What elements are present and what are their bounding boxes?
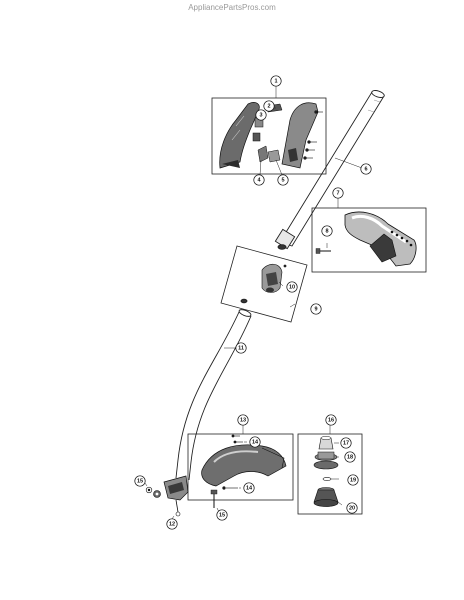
callout-c15b: 15: [216, 509, 228, 521]
callout-c11: 11: [235, 342, 247, 354]
callout-c13: 13: [237, 414, 249, 426]
callout-number: 11: [238, 345, 244, 351]
guard-group: [187, 425, 294, 513]
callout-c7: 7: [332, 187, 344, 199]
callout-c1: 1: [270, 75, 282, 87]
callout-number: 14: [252, 439, 259, 445]
callout-number: 4: [257, 177, 261, 183]
callout-c15a: 15: [134, 475, 146, 487]
callout-circle: [310, 303, 322, 315]
callout-c19: 19: [347, 474, 359, 486]
callout-circle: [277, 174, 289, 186]
callout-circle: [344, 451, 356, 463]
callout-number: 6: [364, 166, 367, 172]
callout-circle: [332, 187, 344, 199]
callout-circle: [216, 509, 228, 521]
callout-c4: 4: [253, 174, 265, 186]
gearhead-group: [144, 475, 189, 520]
callout-c12: 12: [166, 518, 178, 530]
callout-circle: [134, 475, 146, 487]
shaft-leaders: [224, 157, 363, 349]
callout-circle: [166, 518, 178, 530]
callout-number: 16: [328, 417, 334, 423]
callout-number: 5: [281, 177, 284, 183]
callout-circle: [263, 100, 275, 112]
callout-number: 14: [246, 485, 253, 491]
callout-c6: 6: [360, 163, 372, 175]
callout-c14b: 14: [243, 482, 255, 494]
callout-c20: 20: [346, 502, 358, 514]
callout-number: 1: [274, 78, 277, 84]
callout-c3: 3: [255, 109, 267, 121]
callout-number: 9: [314, 306, 317, 312]
callout-circle: [270, 75, 282, 87]
callout-c17: 17: [340, 437, 352, 449]
callout-circle: [235, 342, 247, 354]
callout-c2: 2: [263, 100, 275, 112]
callout-circle: [255, 109, 267, 121]
callout-number: 17: [343, 440, 349, 446]
callout-c9: 9: [310, 303, 322, 315]
lower-shaft: [175, 298, 252, 481]
callout-number: 10: [289, 284, 295, 290]
callout-number: 20: [349, 505, 355, 511]
callout-circle: [321, 225, 333, 237]
callout-c16: 16: [325, 414, 337, 426]
callout-c14a: 14: [249, 436, 261, 448]
upper-shaft: [274, 90, 385, 250]
callout-circle: [360, 163, 372, 175]
callout-number: 8: [325, 228, 328, 234]
callout-c5: 5: [277, 174, 289, 186]
callout-number: 2: [267, 103, 270, 109]
callout-circle: [286, 281, 298, 293]
handle-housing-group: [211, 85, 327, 176]
callout-circle: [340, 437, 352, 449]
callout-number: 13: [240, 417, 246, 423]
callout-circle: [346, 502, 358, 514]
callout-number: 19: [350, 477, 356, 483]
callout-circle: [249, 436, 261, 448]
callout-circle: [253, 174, 265, 186]
callout-c8: 8: [321, 225, 333, 237]
callout-number: 3: [259, 112, 262, 118]
callout-circle: [243, 482, 255, 494]
callout-number: 15: [137, 478, 143, 484]
callout-number: 18: [347, 454, 353, 460]
callout-circle: [237, 414, 249, 426]
trimmer-head-group: [297, 424, 363, 515]
clamp-assembly-group: [220, 245, 308, 323]
watermark: AppliancePartsPros.com: [188, 3, 276, 12]
callout-number: 15: [219, 512, 225, 518]
callout-c10: 10: [286, 281, 298, 293]
rear-handle-group: [311, 198, 427, 273]
callout-circle: [347, 474, 359, 486]
callout-number: 7: [336, 190, 339, 196]
callout-circle: [325, 414, 337, 426]
callout-number: 12: [169, 521, 175, 527]
callout-c18: 18: [344, 451, 356, 463]
